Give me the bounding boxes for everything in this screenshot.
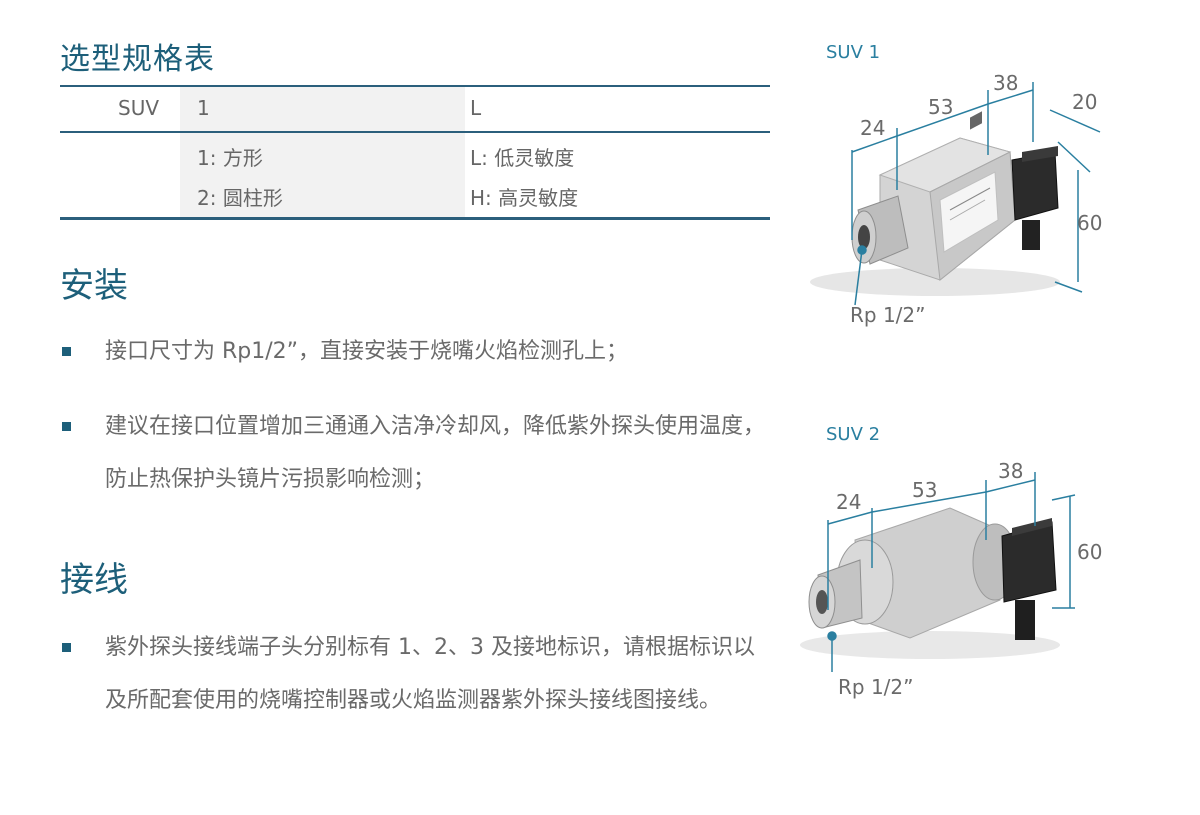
spec-table-title: 选型规格表 <box>60 42 215 77</box>
suv2-dim-53: 53 <box>912 478 938 502</box>
suv2-product-drawing <box>800 472 1076 672</box>
install-item-2: 建议在接口位置增加三通通入洁净冷却风，降低紫外探头使用温度，防止热保护头镜片污损… <box>105 414 766 492</box>
table-header-shape: 1 <box>197 96 210 120</box>
suv1-dim-60: 60 <box>1077 211 1103 235</box>
suv1-dim-38: 38 <box>993 71 1019 95</box>
suv1-product-drawing <box>810 82 1101 306</box>
suv1-dim-24: 24 <box>860 116 886 140</box>
suv2-dim-24: 24 <box>836 490 862 514</box>
table-rule-bottom <box>60 217 770 220</box>
suv2-dim-38: 38 <box>998 459 1024 483</box>
figure-caption-suv2: SUV 2 <box>826 424 881 445</box>
table-option-shape-2: 2: 圆柱形 <box>197 186 283 210</box>
table-option-sens-low: L: 低灵敏度 <box>470 146 575 170</box>
table-rule-mid <box>60 131 770 133</box>
suv1-dim-53: 53 <box>928 95 954 119</box>
install-heading: 安装 <box>60 266 128 306</box>
suv1-thread-label: Rp 1/2” <box>850 303 926 327</box>
table-shaded-column <box>180 87 465 217</box>
suv2-thread-label: Rp 1/2” <box>838 675 914 699</box>
table-option-shape-1: 1: 方形 <box>197 146 263 170</box>
install-item-1: 接口尺寸为 Rp1/2”，直接安装于烧嘴火焰检测孔上； <box>105 339 629 364</box>
wiring-item-1: 紫外探头接线端子头分别标有 1、2、3 及接地标识，请根据标识以及所配套使用的烧… <box>105 635 755 713</box>
table-header-suv: SUV <box>118 96 160 120</box>
table-header-sensitivity: L <box>470 96 482 120</box>
bullet-icon <box>62 347 71 356</box>
suv2-dim-60: 60 <box>1077 540 1103 564</box>
wiring-heading: 接线 <box>60 560 128 600</box>
table-option-sens-high: H: 高灵敏度 <box>470 186 579 210</box>
suv1-dim-20: 20 <box>1072 90 1098 114</box>
bullet-icon <box>62 422 71 431</box>
table-rule-top <box>60 85 770 87</box>
figure-caption-suv1: SUV 1 <box>826 42 881 63</box>
bullet-icon <box>62 643 71 652</box>
